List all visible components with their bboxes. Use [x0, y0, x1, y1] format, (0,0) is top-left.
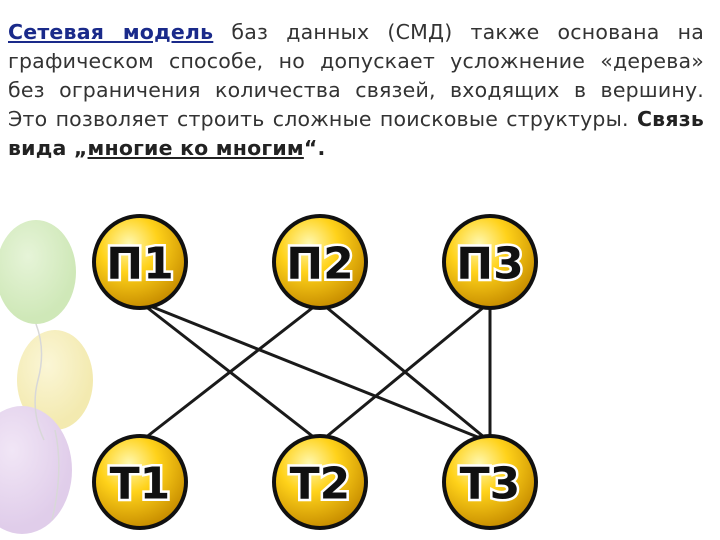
description-paragraph: Сетевая модель баз данных (СМД) также ос… — [8, 18, 704, 163]
green-balloon — [0, 220, 76, 324]
node-bottom-3: Т3 — [442, 434, 538, 530]
yellow-balloon — [17, 330, 93, 430]
many-to-many-phrase: многие ко многим — [87, 136, 304, 160]
edges-group — [139, 300, 492, 444]
node-top-1: П1 — [92, 214, 188, 310]
relation-type-end: “. — [303, 136, 326, 160]
edge-П2-Т1 — [139, 300, 321, 444]
node-circle — [272, 214, 368, 310]
node-circle — [92, 434, 188, 530]
node-circle — [272, 434, 368, 530]
node-circle — [442, 434, 538, 530]
node-top-3: П3 — [442, 214, 538, 310]
node-label: Т3 — [460, 459, 521, 510]
node-circle — [442, 214, 538, 310]
description-text: баз данных (СМД) также основана на графи… — [8, 20, 704, 131]
node-label: Т2 — [290, 459, 351, 510]
node-label: П2 — [286, 239, 353, 290]
node-circle — [92, 214, 188, 310]
node-label: Т1 — [110, 459, 171, 510]
node-label: П1 — [106, 239, 173, 290]
relation-type-intro: Связь вида „ — [8, 107, 704, 160]
node-label: П3 — [456, 239, 523, 290]
edge-П3-Т2 — [319, 300, 491, 444]
node-bottom-2: Т2 — [272, 434, 368, 530]
node-top-2: П2 — [272, 214, 368, 310]
term-network-model: Сетевая модель — [8, 20, 214, 44]
edge-П1-Т3 — [139, 300, 491, 444]
node-bottom-1: Т1 — [92, 434, 188, 530]
purple-balloon — [0, 406, 72, 534]
